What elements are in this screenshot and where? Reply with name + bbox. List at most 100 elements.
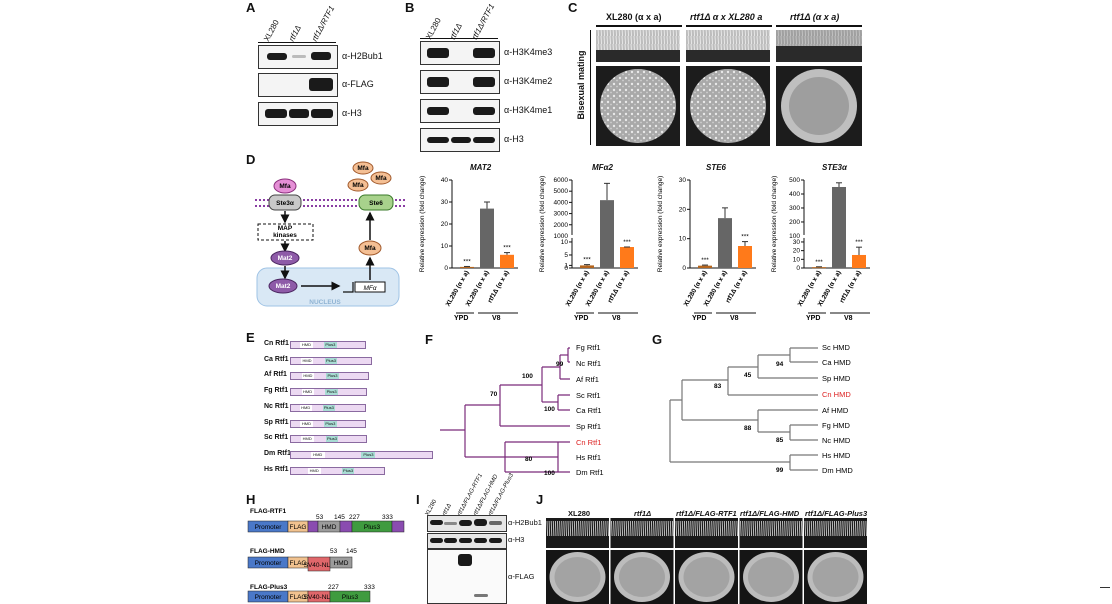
chart-title: STE6 bbox=[706, 163, 727, 172]
support-value: 83 bbox=[714, 383, 722, 390]
support-value: 99 bbox=[776, 467, 784, 474]
taxon-label: Nc HMD bbox=[822, 436, 851, 445]
group-label: YPD bbox=[692, 315, 706, 322]
antibody-label: α-FLAG bbox=[508, 572, 535, 581]
significance: *** bbox=[503, 245, 511, 252]
band bbox=[265, 109, 287, 118]
band bbox=[473, 48, 495, 58]
phylogenetic-tree-g: Sc HMD Ca HMD Sp HMD Cn HMD Af HMD Fg HM… bbox=[669, 343, 853, 475]
panel-label-d: D bbox=[246, 152, 256, 167]
support-value: 100 bbox=[544, 406, 555, 413]
protein-label: Sp Rtf1 bbox=[264, 418, 289, 426]
band bbox=[473, 107, 495, 115]
group-label: V8 bbox=[492, 315, 501, 322]
tick-label: 40 bbox=[441, 177, 449, 184]
header-line bbox=[686, 25, 772, 27]
svg-text:SV40-NLS: SV40-NLS bbox=[304, 562, 335, 569]
axis-label: Relative expression (fold change) bbox=[771, 176, 778, 272]
bar bbox=[580, 265, 594, 268]
taxon-label: Fg Rtf1 bbox=[576, 343, 601, 352]
panel-label-g: G bbox=[652, 332, 663, 347]
antibody-label: α-H3 bbox=[342, 108, 362, 118]
mfa-cluster: Mfa Mfa Mfa bbox=[347, 161, 392, 192]
protein-label: Fg Rtf1 bbox=[264, 387, 289, 395]
construct-flag-plus3: FLAG-Plus3 227 333 Promoter FLAG SV40-NL… bbox=[247, 584, 375, 603]
bar bbox=[832, 186, 846, 268]
svg-text:Plus3: Plus3 bbox=[342, 594, 359, 601]
band bbox=[474, 538, 487, 543]
band bbox=[430, 538, 443, 543]
category-label: rtf1Δ (α x a) bbox=[839, 270, 863, 305]
group-label: YPD bbox=[806, 315, 820, 322]
column-header: rtf1Δ (α x a) bbox=[790, 12, 840, 22]
taxon-label: Dm HMD bbox=[822, 466, 853, 475]
panel-label-c: C bbox=[568, 0, 578, 15]
group-label: V8 bbox=[844, 315, 853, 322]
diagram-label: Mat2 bbox=[276, 283, 291, 290]
lane-label: rtf1Δ/RTF1 bbox=[470, 2, 497, 41]
blot-h3 bbox=[258, 102, 338, 126]
bar bbox=[698, 265, 712, 268]
colony-image bbox=[546, 518, 609, 604]
tick-label: 3000 bbox=[554, 211, 569, 218]
diagram-label: Ste3α bbox=[276, 200, 294, 207]
header-line bbox=[596, 25, 682, 27]
position-number: 227 bbox=[328, 584, 339, 591]
band bbox=[427, 77, 449, 87]
group-label: V8 bbox=[612, 315, 621, 322]
panel-label-i: I bbox=[416, 492, 420, 507]
protein-label: Ca Rtf1 bbox=[264, 355, 289, 363]
mating-images bbox=[596, 30, 862, 146]
svg-text:Mfa: Mfa bbox=[352, 182, 364, 189]
category-label: rtf1Δ (α x a) bbox=[725, 270, 749, 305]
group-label: YPD bbox=[574, 315, 588, 322]
svg-text:Mfa: Mfa bbox=[357, 165, 369, 172]
lane-header-line bbox=[420, 38, 498, 39]
antibody-label: α-FLAG bbox=[342, 79, 374, 89]
tick-label: 30 bbox=[793, 239, 801, 246]
panel-label-e: E bbox=[246, 330, 255, 345]
significance: *** bbox=[855, 239, 863, 246]
tick-label: 30 bbox=[441, 199, 449, 206]
svg-text:HMD: HMD bbox=[334, 560, 349, 567]
taxon-label: Sc Rtf1 bbox=[576, 391, 601, 400]
tick-label: 0 bbox=[682, 265, 686, 272]
image-strip bbox=[596, 30, 862, 62]
bar bbox=[812, 267, 826, 269]
column-header: XL280 bbox=[568, 509, 591, 518]
chart-body: Relative expression (fold change)0102030… bbox=[657, 176, 756, 322]
plus3-domain: Plus3 bbox=[342, 467, 355, 474]
band bbox=[451, 137, 471, 143]
significance: *** bbox=[623, 239, 631, 246]
bar bbox=[500, 254, 514, 268]
tick-label: 400 bbox=[789, 191, 800, 198]
significance: *** bbox=[741, 234, 749, 241]
taxon-label: Sp HMD bbox=[822, 374, 851, 383]
hmd-domain: HMD bbox=[299, 342, 314, 348]
taxon-label: Dm Rtf1 bbox=[576, 468, 604, 477]
taxon-label: Sc HMD bbox=[822, 343, 851, 352]
header-line bbox=[776, 25, 862, 27]
lane-label: rtf1Δ bbox=[287, 23, 303, 43]
support-value: 94 bbox=[776, 361, 784, 368]
colony-image bbox=[804, 518, 867, 604]
significance: *** bbox=[463, 258, 471, 265]
taxon-label: Ca HMD bbox=[822, 358, 851, 367]
support-value: 45 bbox=[744, 372, 752, 379]
tree-labels: Fg Rtf1 Nc Rtf1 Af Rtf1 Sc Rtf1 Ca Rtf1 … bbox=[576, 343, 604, 477]
svg-text:SV40-NLS: SV40-NLS bbox=[304, 594, 335, 601]
antibody-label: α-H2Bub1 bbox=[342, 51, 383, 61]
taxon-label: Af HMD bbox=[822, 406, 849, 415]
band bbox=[444, 538, 457, 543]
column-header: rtf1Δ/FLAG-Plus3 bbox=[805, 509, 868, 518]
band bbox=[311, 109, 333, 118]
bar-chart-mat2: Relative expression (fold change)0102030… bbox=[419, 176, 518, 322]
blot-h3 bbox=[420, 128, 500, 152]
diagram-label: Mfa bbox=[364, 245, 376, 252]
